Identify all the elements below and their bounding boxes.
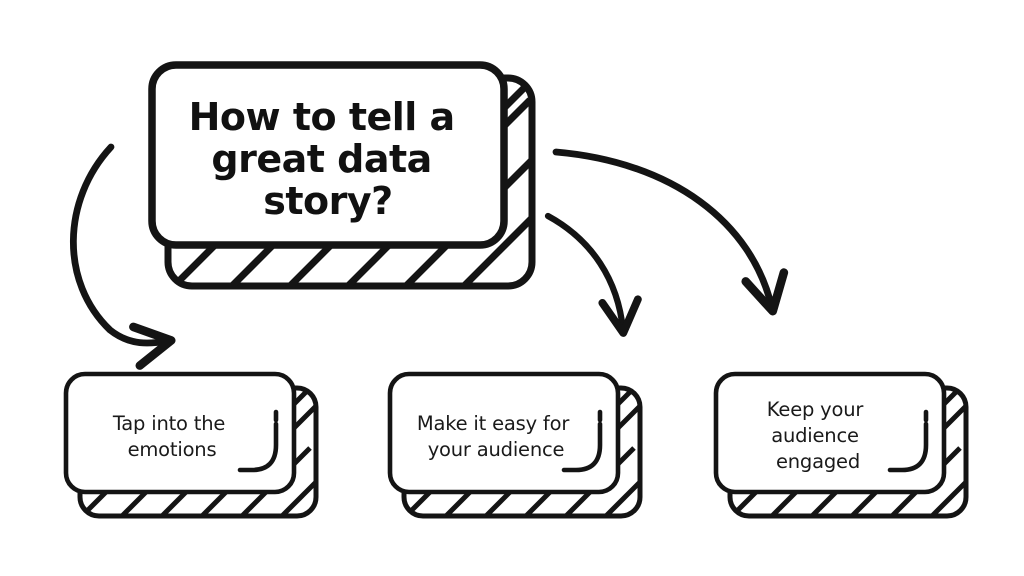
main-card-front[interactable] [148,61,508,249]
branch-card-2-front[interactable] [387,371,621,495]
page-title-line-2: great data [211,137,431,181]
branch-card-3-group[interactable]: Keep your audience engaged [708,371,1000,540]
quote-bracket-icon-3 [887,409,929,473]
branch-card-2-group[interactable]: Make it easy for your audience [382,371,674,540]
page-title: How to tell a great data story? [189,95,468,223]
branch-card-3-front[interactable] [713,371,947,495]
branch-card-1-line-2: emotions [128,438,217,461]
page-title-line-3: story? [263,179,392,223]
branch-card-2-line-2: your audience [428,438,565,461]
arrow-to-branch-1 [70,143,176,370]
branch-card-3-line-1: Keep your [767,398,865,421]
branch-card-2-label: Make it easy for your audience [417,412,575,461]
connector-arrows [70,143,789,370]
branch-card-1-label: Tap into the emotions [112,412,231,461]
main-question-card-group[interactable]: How to tell a great data story? [140,61,648,320]
branch-card-1-line-1: Tap into the [112,412,225,435]
branch-card-3-line-2: audience [771,424,859,447]
page-title-line-1: How to tell a [189,95,455,139]
arrow-to-branch-3 [552,148,789,316]
quote-bracket-icon-2 [561,409,603,473]
branch-card-1-group[interactable]: Tap into the emotions [58,371,350,540]
branch-card-1-front[interactable] [63,371,297,495]
branch-card-3-label: Keep your audience engaged [767,398,869,473]
quote-bracket-icon-1 [237,409,279,473]
arrow-to-branch-2 [544,212,642,337]
branch-card-3-line-3: engaged [776,450,860,473]
branch-card-2-line-1: Make it easy for [417,412,570,435]
